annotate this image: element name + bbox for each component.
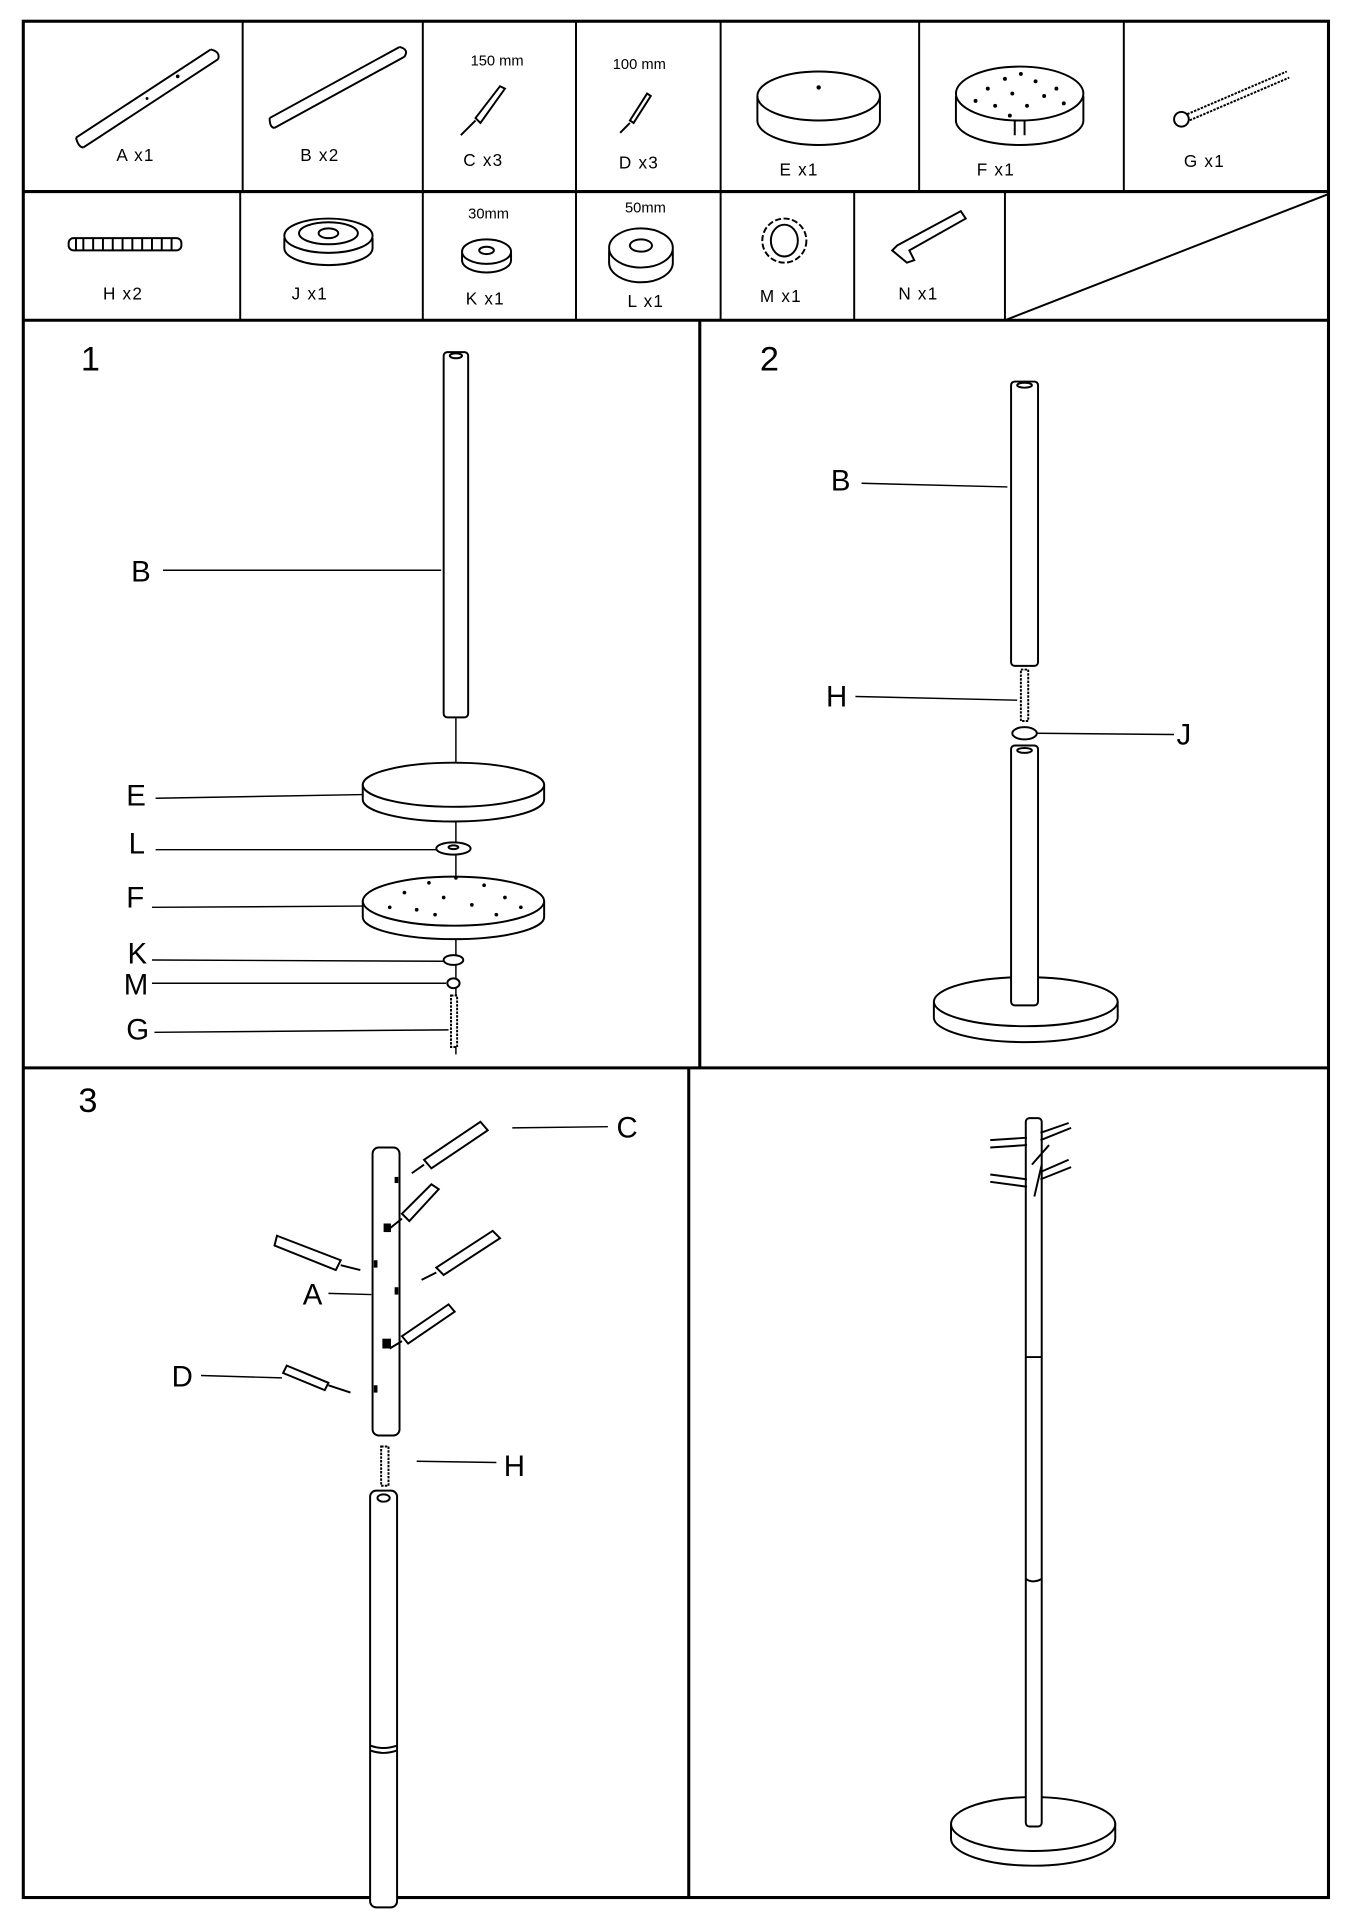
callout-b: B	[831, 465, 851, 498]
part-k: 30mm K x1	[461, 207, 513, 308]
part-b: B x2	[268, 46, 408, 165]
part-g: G x1	[1173, 70, 1290, 171]
callout-g: G	[126, 1014, 149, 1047]
part-d: 100 mm D x3	[613, 57, 666, 172]
part-k-dimension: 30mm	[468, 207, 509, 223]
part-m-label: M x1	[760, 286, 802, 306]
callout-k: K	[127, 938, 147, 971]
callout-h: H	[826, 680, 847, 713]
part-m: M x1	[760, 217, 808, 306]
part-e: E x1	[756, 70, 881, 180]
part-d-dimension: 100 mm	[613, 57, 666, 73]
step-2-panel: 2 B H J	[760, 341, 1192, 1044]
callout-h: H	[504, 1450, 525, 1483]
part-b-label: B x2	[300, 145, 339, 165]
part-c-label: C x3	[463, 150, 503, 170]
part-a-label: A x1	[116, 145, 154, 165]
part-d-label: D x3	[619, 152, 659, 172]
part-h-label: H x2	[103, 283, 143, 303]
callout-d: D	[172, 1360, 193, 1393]
callout-c: C	[616, 1112, 637, 1145]
part-g-label: G x1	[1184, 151, 1225, 171]
part-f-label: F x1	[977, 160, 1015, 180]
step-3-number: 3	[78, 1082, 97, 1120]
part-l-label: L x1	[627, 291, 664, 311]
grid-lines	[21, 19, 1331, 1900]
part-l: 50mm L x1	[608, 200, 674, 311]
step-3-panel: 3 C A D H	[78, 1082, 638, 1909]
part-e-label: E x1	[779, 160, 818, 180]
part-j-label: J x1	[292, 283, 328, 303]
callout-a: A	[303, 1278, 323, 1311]
part-f: F x1	[954, 65, 1085, 180]
step-2-number: 2	[760, 341, 779, 379]
callout-j: J	[1177, 718, 1192, 751]
step-1-callouts: B E L F K M G	[124, 555, 449, 1047]
assembled-coat-rack	[950, 1117, 1117, 1867]
part-h: H x2	[67, 237, 183, 303]
callout-l: L	[129, 827, 145, 860]
callout-f: F	[126, 881, 144, 914]
callout-m: M	[124, 968, 149, 1001]
step-1-number: 1	[81, 341, 100, 379]
part-c: 150 mm C x3	[460, 53, 524, 170]
part-n: N x1	[890, 209, 968, 303]
part-c-dimension: 150 mm	[471, 53, 524, 69]
part-k-label: K x1	[466, 288, 505, 308]
callout-b: B	[131, 555, 151, 588]
part-l-dimension: 50mm	[625, 200, 666, 216]
part-n-label: N x1	[898, 283, 938, 303]
callout-e: E	[126, 780, 146, 813]
part-j: J x1	[283, 217, 374, 303]
part-a: A x1	[75, 48, 220, 165]
step-1-panel: 1 B E L F K M	[81, 341, 546, 1055]
